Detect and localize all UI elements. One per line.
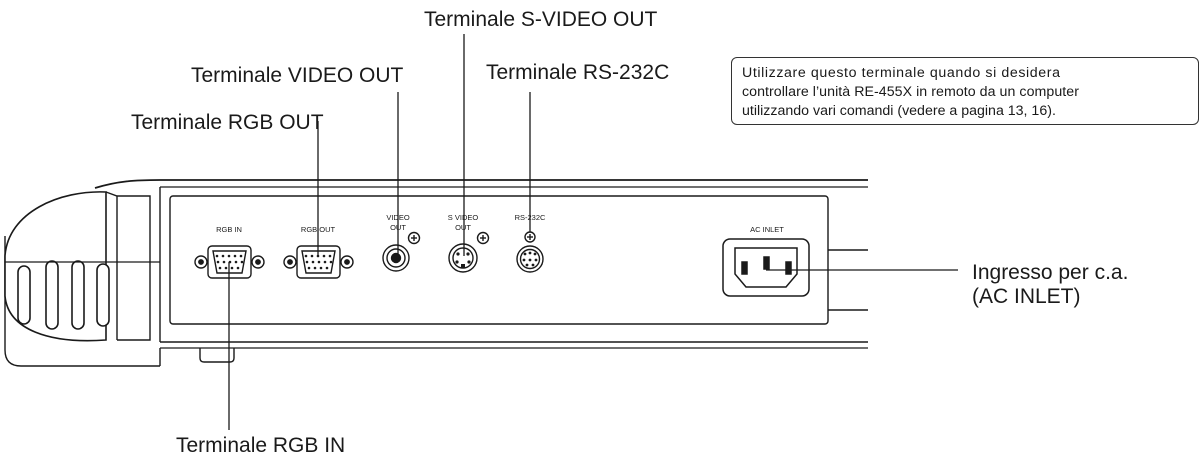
- callout-ac-inlet-line2: (AC INLET): [972, 285, 1081, 309]
- video-out-connector: [382, 231, 421, 272]
- callout-video-out: Terminale VIDEO OUT: [191, 64, 404, 87]
- front-housing: [4, 191, 160, 342]
- leader-lines: [228, 34, 958, 430]
- callout-ac-inlet: Ingresso per c.a. (AC INLET): [972, 261, 1128, 309]
- s-video-out-connector: [448, 231, 490, 273]
- label-ac-inlet: AC INLET: [750, 225, 784, 234]
- ac-inlet-connector: [722, 238, 810, 297]
- device-body: [4, 179, 868, 367]
- callout-rgb-out: Terminale RGB OUT: [131, 111, 324, 134]
- callout-rgb-in: Terminale RGB IN: [176, 434, 346, 457]
- label-s-video-out-1: S VIDEO: [448, 213, 479, 222]
- note-line1: Utilizzare questo terminale quando si de…: [742, 65, 1061, 81]
- panel-labels: RGB IN RGB OUT VIDEO OUT S VIDEO OUT RS-…: [216, 213, 784, 234]
- callout-s-video-out: Terminale S-VIDEO OUT: [424, 8, 658, 31]
- callout-rs232c: Terminale RS-232C: [486, 61, 670, 84]
- callout-ac-inlet-line1: Ingresso per c.a.: [972, 261, 1129, 284]
- label-s-video-out-2: OUT: [455, 223, 471, 232]
- rs232c-connector: [516, 231, 544, 273]
- label-rgb-in: RGB IN: [216, 225, 242, 234]
- rs232c-note: Utilizzare questo terminale quando si de…: [731, 57, 1199, 125]
- note-line3: utilizzando vari comandi (vedere a pagin…: [742, 103, 1056, 119]
- note-line2: controllare l’unità RE-455X in remoto da…: [742, 84, 1079, 100]
